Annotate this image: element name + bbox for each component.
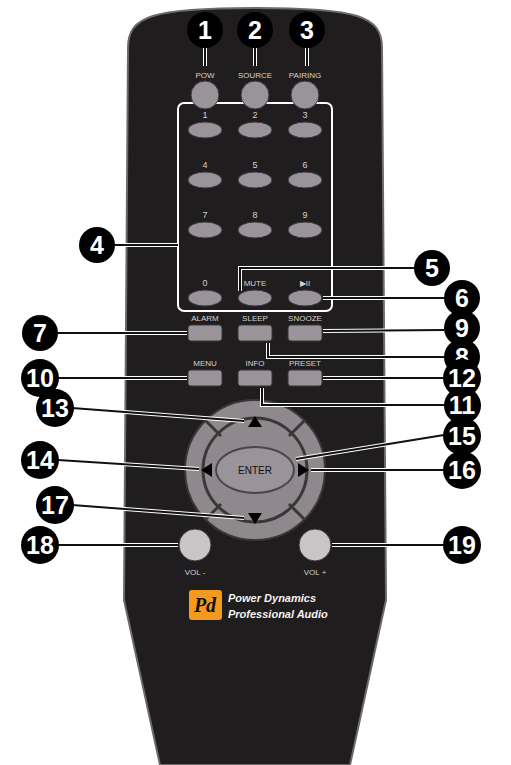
button-label: 9 (302, 210, 307, 220)
callout-number: 4 (79, 227, 115, 263)
callout-number: 7 (22, 315, 58, 351)
button-label: ▶II (300, 279, 310, 288)
d-pad (185, 400, 325, 540)
callout-number: 19 (443, 526, 481, 564)
callout-number: 13 (36, 389, 74, 427)
enter-button: ENTER (215, 446, 295, 494)
button-label: 8 (252, 210, 257, 220)
node-text: 3 (300, 16, 314, 45)
button-label: PAIRING (289, 71, 321, 80)
leader-lines (58, 48, 444, 545)
button-label: MUTE (244, 279, 267, 288)
callout-number: 12 (443, 359, 481, 397)
button-label: SOURCE (238, 71, 272, 80)
keypad-bracket (178, 103, 332, 311)
node-text: 10 (26, 364, 54, 393)
node-text: 6 (455, 284, 469, 313)
node-text: 2 (248, 16, 262, 45)
node-text: Pd (194, 594, 216, 617)
node-text: 4 (90, 231, 104, 260)
callout-number: 5 (414, 250, 450, 286)
node-text: 18 (26, 531, 54, 560)
button-label: PRESET (289, 359, 321, 368)
callout-number: 1 (187, 12, 223, 48)
button-label: 6 (302, 160, 307, 170)
button-label: 1 (202, 110, 207, 120)
button-label: VOL + (304, 568, 327, 577)
callout-number: 14 (21, 441, 59, 479)
brand-text: Professional Audio (228, 608, 328, 620)
callout-number: 16 (443, 451, 481, 489)
button-label: 4 (202, 160, 207, 170)
node-text: 7 (33, 319, 47, 348)
button-label: INFO (245, 359, 264, 368)
button-label: 3 (302, 110, 307, 120)
callout-number: 15 (443, 417, 481, 455)
node-text: 5 (425, 254, 439, 283)
buttons (179, 81, 331, 561)
button-label: 7 (202, 210, 207, 220)
node-text: 13 (41, 394, 69, 423)
node-text: 12 (448, 364, 476, 393)
brand-logo: Pd (189, 590, 222, 620)
callout-number: 2 (237, 12, 273, 48)
button-label: VOL - (185, 568, 206, 577)
button-label: SLEEP (242, 314, 268, 323)
button-label: 0 (202, 278, 207, 288)
node-text: 17 (41, 491, 69, 520)
node-text: 1 (198, 16, 212, 45)
node-text: 19 (448, 531, 476, 560)
callout-number: 18 (21, 526, 59, 564)
callout-number: 9 (444, 310, 480, 346)
node-text: 16 (448, 456, 476, 485)
button-label: 2 (252, 110, 257, 120)
node-text: 14 (26, 446, 54, 475)
remote-body (124, 8, 386, 765)
button-label: POW (195, 71, 214, 80)
node-text: 15 (448, 422, 476, 451)
node-text: 9 (455, 314, 469, 343)
button-label: MENU (193, 359, 217, 368)
button-label: SNOOZE (288, 314, 322, 323)
callout-number: 3 (289, 12, 325, 48)
brand-text: Power Dynamics (228, 592, 316, 604)
button-label: 5 (252, 160, 257, 170)
button-label: ALARM (191, 314, 219, 323)
callout-number: 17 (36, 486, 74, 524)
node-text: ENTER (238, 465, 272, 476)
